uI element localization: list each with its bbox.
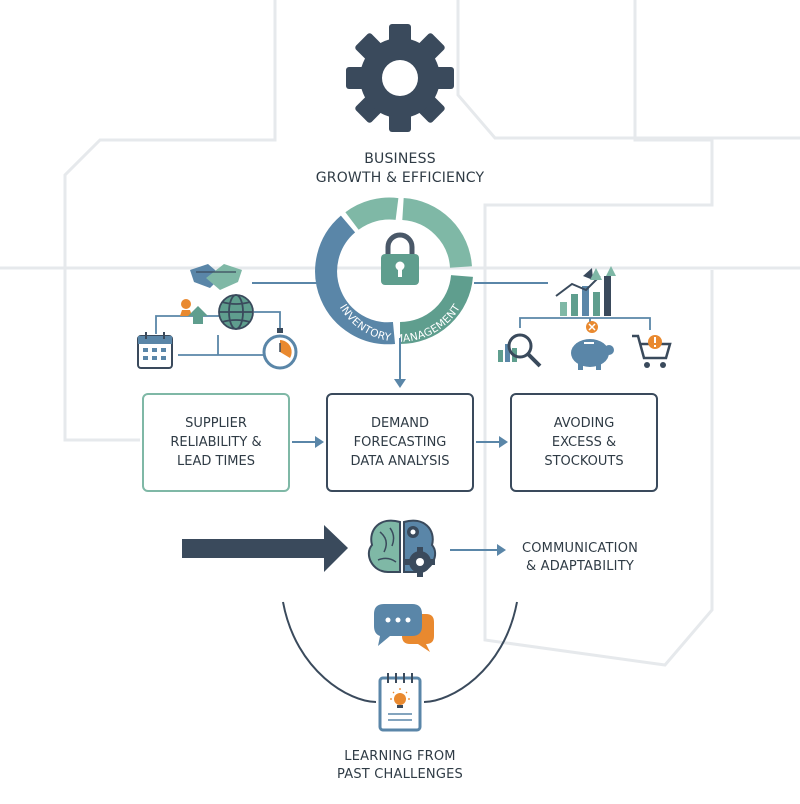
arrow-forecasting-to-avoiding [476, 436, 508, 448]
brain-gears-icon [367, 519, 437, 577]
learning-line-1: LEARNING FROM [344, 749, 456, 764]
avoiding-stockouts-box: AVODING EXCESS & STOCKOUTS [510, 393, 658, 492]
right-icon-cluster [498, 266, 672, 370]
growth-person-icon [180, 299, 208, 324]
globe-icon [218, 294, 254, 330]
arrow-to-communication [450, 544, 506, 556]
cluster-connectors [155, 311, 281, 356]
inventory-ring [315, 197, 473, 345]
business-growth-label: BUSINESS GROWTH & EFFICIENCY [300, 150, 500, 188]
notebook-lightbulb-icon [378, 673, 422, 732]
communication-line-1: COMMUNICATION [521, 541, 639, 556]
growth-chart-icon [555, 266, 616, 316]
arrow-supplier-to-forecasting [292, 436, 324, 448]
avoiding-box-line-2: EXCESS & [551, 435, 617, 450]
piggy-bank-icon [571, 321, 614, 370]
right-cluster-connectors [519, 317, 651, 330]
supplier-box-line-2: RELIABILITY & [170, 435, 262, 450]
forecasting-box-line-1: DEMAND [370, 416, 430, 431]
business-growth-line-2: GROWTH & EFFICIENCY [315, 170, 485, 186]
avoiding-box-line-3: STOCKOUTS [544, 454, 624, 469]
shopping-cart-alert-icon [632, 334, 672, 368]
analytics-magnifier-icon [498, 333, 542, 368]
learning-line-2: PAST CHALLENGES [337, 767, 463, 782]
gear-icon [346, 24, 454, 132]
calendar-icon [137, 332, 173, 369]
communication-line-2: & ADAPTABILITY [525, 559, 634, 574]
handshake-icon [190, 264, 242, 290]
lock-icon [381, 232, 419, 285]
learning-arc [282, 601, 518, 703]
demand-forecasting-box: DEMAND FORECASTING DATA ANALYSIS [326, 393, 474, 492]
learning-label: LEARNING FROM PAST CHALLENGES [300, 748, 500, 784]
left-icon-cluster [137, 264, 298, 370]
supplier-box-line-3: LEAD TIMES [177, 454, 255, 469]
supplier-reliability-box: SUPPLIER RELIABILITY & LEAD TIMES [142, 393, 290, 492]
supplier-box-line-1: SUPPLIER [185, 416, 247, 431]
business-growth-line-1: BUSINESS [364, 151, 436, 167]
forecasting-box-line-3: DATA ANALYSIS [350, 454, 450, 469]
forecasting-box-line-2: FORECASTING [353, 435, 447, 450]
arrow-ring-to-forecasting [394, 338, 406, 388]
communication-label: COMMUNICATION & ADAPTABILITY [505, 540, 655, 576]
stopwatch-icon [262, 328, 298, 370]
avoiding-box-line-1: AVODING [553, 416, 615, 431]
large-navy-arrow [182, 525, 348, 572]
chat-bubbles-icon [374, 604, 434, 652]
